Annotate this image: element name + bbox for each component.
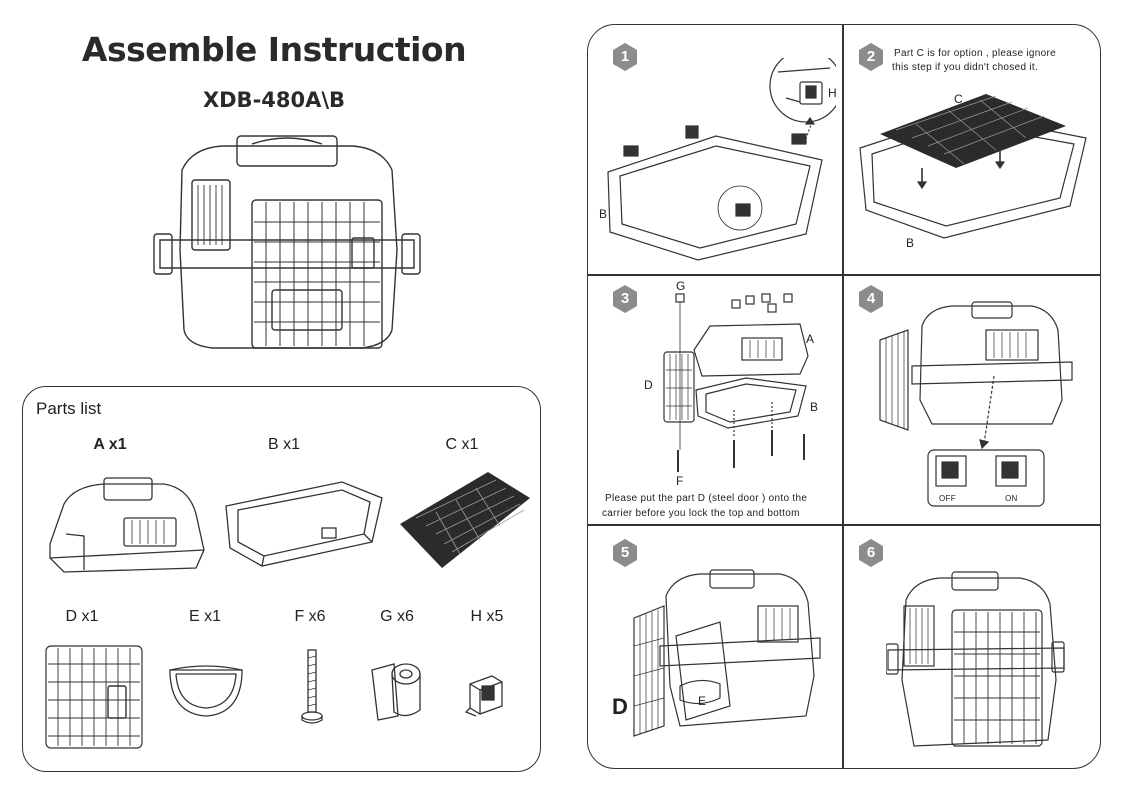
part-e-label: E x1 — [188, 608, 221, 625]
step-2-badge: 2 — [856, 42, 886, 72]
step-3-label-d: D — [644, 378, 653, 392]
step-4-switch-off-label: OFF — [939, 494, 956, 503]
step-3-label-f: F — [676, 474, 684, 488]
step-5-number: 5 — [620, 544, 630, 561]
part-h-clip-image — [464, 675, 503, 717]
part-b-label: B x1 — [267, 436, 300, 453]
step-5-badge: 5 — [610, 538, 640, 568]
step-5-label-d: D — [612, 694, 628, 719]
step-5-label-e: E — [698, 694, 707, 708]
grid-divider-vertical — [842, 24, 844, 769]
step-2-note-line2: this step if you didn't chosed it. — [892, 62, 1039, 73]
step-3-note-line1: Please put the part D (steel door ) onto… — [605, 493, 808, 504]
model-number: XDB-480A\B — [202, 88, 346, 112]
part-f-label: F x6 — [294, 608, 326, 625]
step-1-number: 1 — [620, 48, 630, 65]
assembled-carrier-illustration — [153, 135, 421, 349]
part-e-food-bowl-image — [169, 665, 243, 717]
step-4-switch-on-label: ON — [1005, 494, 1018, 503]
step-6-number: 6 — [866, 544, 876, 561]
step-1-label-h: H — [828, 86, 837, 100]
step-1-badge: 1 — [610, 42, 640, 72]
step-3-label-b: B — [810, 400, 819, 414]
part-c-floor-mat-image — [400, 472, 530, 568]
parts-list-title: Parts list — [36, 399, 102, 418]
step-6-badge: 6 — [856, 538, 886, 568]
assembly-steps-panel — [587, 24, 1101, 769]
grid-divider-row2 — [587, 524, 1101, 526]
grid-divider-row1 — [587, 274, 1101, 276]
part-d-steel-door-image — [45, 645, 143, 749]
step-6-illustration — [886, 571, 1065, 747]
step-2-note-line1: Part C is for option , please ignore — [894, 48, 1056, 59]
part-h-label: H x5 — [470, 608, 504, 625]
step-3-number: 3 — [620, 290, 630, 307]
part-f-screw-image — [301, 649, 323, 724]
part-g-label: G x6 — [380, 608, 414, 625]
step-3-illustration — [663, 293, 809, 472]
step-2-number: 2 — [866, 48, 876, 65]
step-3-badge: 3 — [610, 284, 640, 314]
step-5-illustration — [633, 569, 821, 737]
part-g-nut-image — [371, 663, 421, 721]
parts-list-panel — [22, 386, 541, 772]
step-1-label-b: B — [599, 207, 608, 221]
part-a-top-shell-image — [49, 477, 205, 573]
step-3-label-g: G — [676, 279, 686, 293]
step-4-illustration — [879, 301, 1073, 507]
part-a-label: A x1 — [93, 436, 127, 453]
step-2-label-b: B — [906, 236, 915, 250]
step-3-label-a: A — [806, 332, 815, 346]
part-d-label: D x1 — [65, 608, 99, 625]
page-title: Assemble Instruction — [81, 30, 467, 69]
part-c-label: C x1 — [445, 436, 479, 453]
step-4-number: 4 — [866, 290, 876, 307]
step-3-note-line2: carrier before you lock the top and bott… — [602, 508, 800, 519]
step-2-illustration — [859, 94, 1087, 239]
step-1-illustration — [607, 58, 836, 261]
part-b-bottom-tray-image — [225, 481, 383, 567]
step-2-label-c: C — [954, 92, 963, 106]
step-4-badge: 4 — [856, 284, 886, 314]
